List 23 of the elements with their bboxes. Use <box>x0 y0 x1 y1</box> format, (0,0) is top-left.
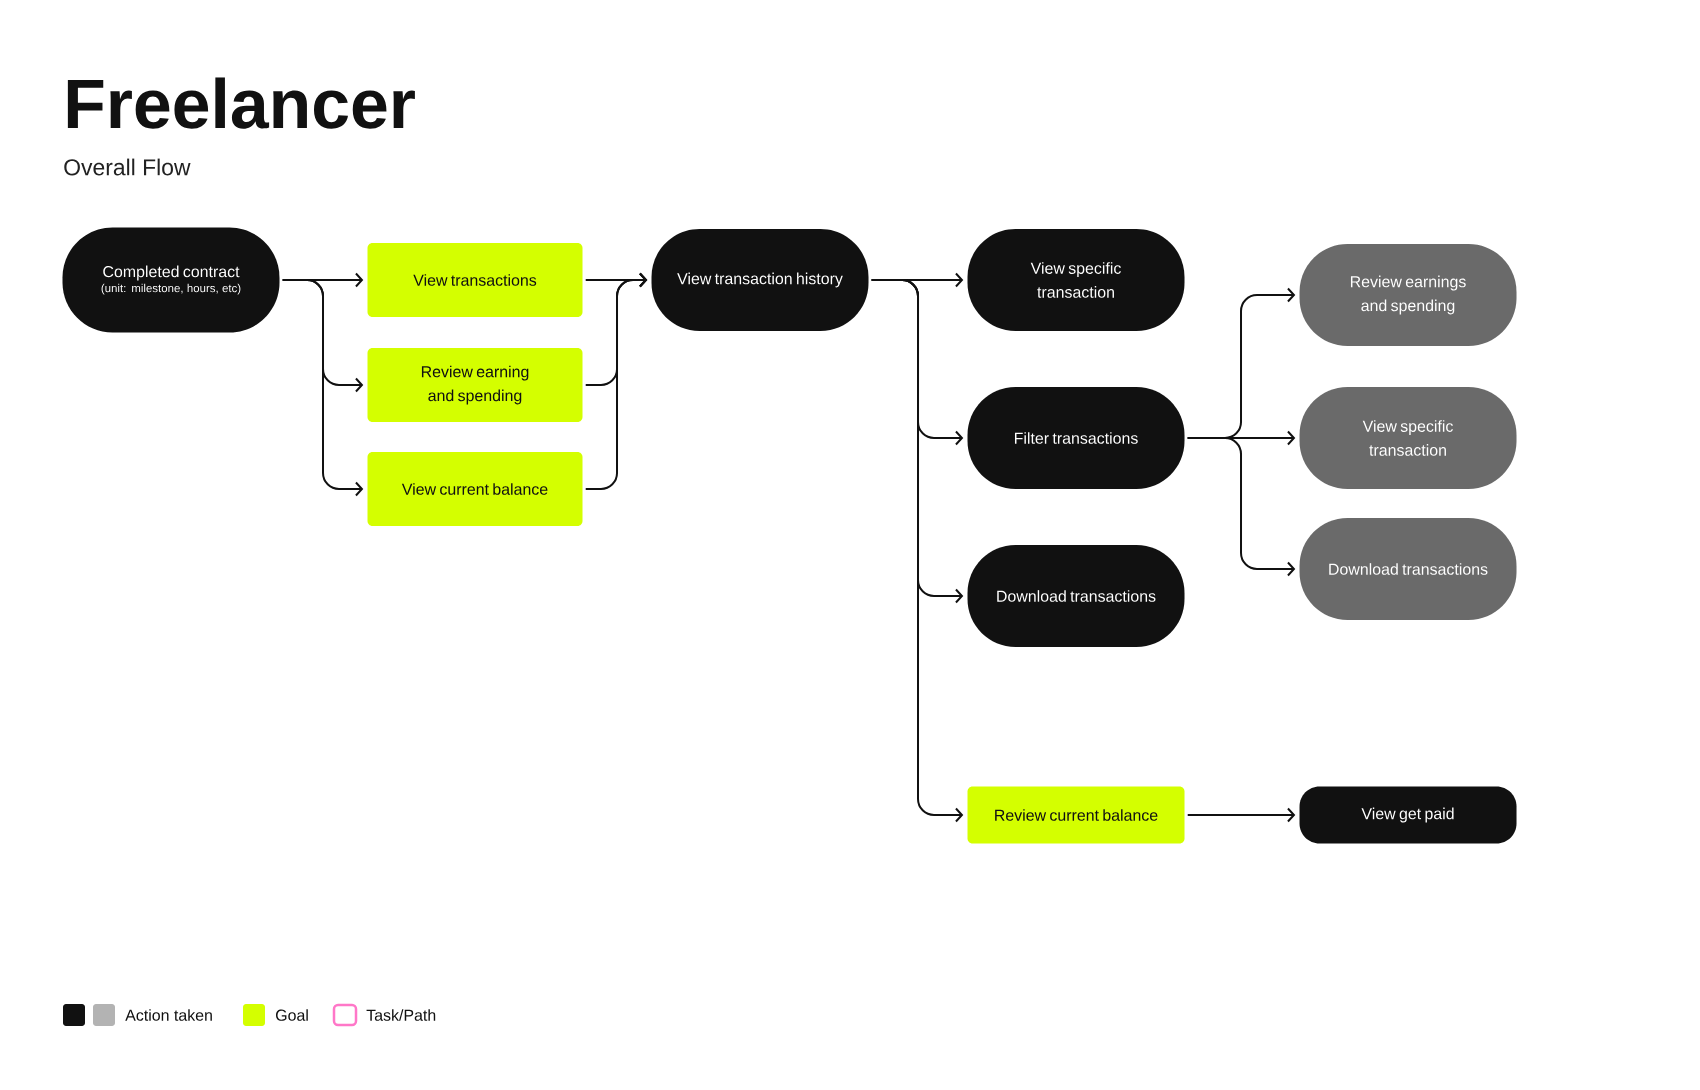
action-pill: Completed contract (unit: milestone, hours, etc) <box>62 227 280 333</box>
arrow <box>281 279 364 497</box>
action-pill: Review earnings and spending <box>1299 244 1517 346</box>
arrow <box>1186 437 1296 577</box>
goal-box: View transactions <box>367 243 583 317</box>
goal-box: Review current balance <box>967 786 1185 844</box>
goal-box: Review earning and spending <box>367 348 583 422</box>
arrow <box>584 272 648 490</box>
legend-label: Task/Path <box>366 1009 436 1021</box>
action-pill: View specific transaction <box>967 229 1185 331</box>
action-pill: Download transactions <box>1299 518 1517 620</box>
arrow <box>870 279 964 823</box>
action-pill: View specific transaction <box>1299 387 1517 489</box>
action-pill: View transaction history <box>651 229 869 331</box>
action-pill: Filter transactions <box>967 387 1185 489</box>
action-pill: Download transactions <box>967 545 1185 647</box>
legend-label: Goal <box>276 1009 308 1021</box>
goal-box: View current balance <box>367 452 583 526</box>
arrow <box>1186 807 1296 823</box>
subtitle: Overall Flow <box>64 158 191 176</box>
title: Freelancer <box>67 77 415 129</box>
legend-label: Action taken <box>125 1009 212 1021</box>
action-pill: View get paid <box>1299 786 1517 844</box>
